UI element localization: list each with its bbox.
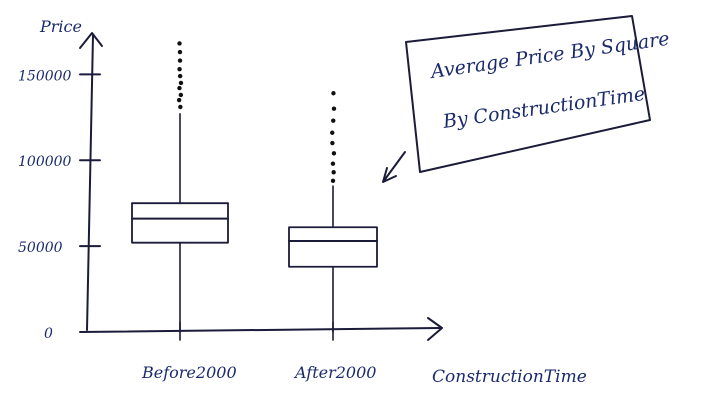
outlier-point <box>331 91 335 95</box>
outlier-point <box>330 131 334 135</box>
outlier-point <box>331 179 335 183</box>
outlier-point <box>178 50 182 54</box>
outlier-point <box>331 170 335 174</box>
outlier-point <box>331 119 335 123</box>
box-iqr <box>132 203 228 243</box>
outlier-point <box>177 86 181 90</box>
outlier-point <box>332 151 336 155</box>
outlier-point <box>177 41 181 45</box>
outlier-point <box>177 67 181 71</box>
chart-title-line2: By ConstructionTime <box>441 83 647 133</box>
outlier-point <box>178 58 182 62</box>
outlier-point <box>330 141 334 145</box>
x-axis-label: ConstructionTime <box>432 367 587 387</box>
x-axis <box>80 328 440 332</box>
y-axis-arrow <box>80 33 102 48</box>
x-tick-label: After2000 <box>293 363 376 382</box>
outlier-point <box>331 161 335 165</box>
box-iqr <box>289 227 377 267</box>
outlier-point <box>178 105 182 109</box>
outlier-point <box>179 93 183 97</box>
y-axis-label: Price <box>39 17 82 36</box>
x-tick-label: Before2000 <box>141 363 237 382</box>
y-tick-label: 150000 <box>18 68 72 84</box>
y-axis <box>87 35 93 330</box>
outlier-point <box>179 81 183 85</box>
y-tick-label: 100000 <box>18 154 72 170</box>
outlier-point <box>178 74 182 78</box>
outlier-point <box>332 107 336 111</box>
y-tick-label: 0 <box>44 326 53 342</box>
outlier-point <box>177 98 181 102</box>
y-tick-label: 50000 <box>18 240 63 256</box>
title-pointer-arrow <box>383 152 405 182</box>
